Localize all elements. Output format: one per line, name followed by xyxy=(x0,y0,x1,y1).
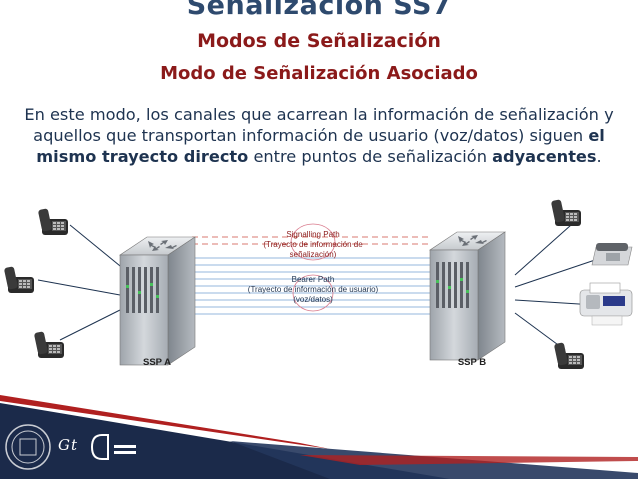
body-bold-1: el mismo trayecto directo xyxy=(36,126,605,166)
body-bold-2: adyacentes xyxy=(492,147,597,166)
section-title: Modo de Señalización Asociado xyxy=(160,63,478,84)
path-circles xyxy=(290,223,336,312)
phone-left-1-icon xyxy=(37,208,68,235)
bearer-path-lines xyxy=(192,257,430,315)
faculty-logo-icon xyxy=(90,434,136,460)
slide-title: Señalización SS7 xyxy=(186,0,452,21)
footer-band xyxy=(0,395,638,479)
ssp-a-label: SSP A xyxy=(143,357,171,368)
signalling-path-desc-2: señalización) xyxy=(290,250,337,259)
university-seal-icon xyxy=(5,424,51,470)
network-diagram: Signalling Path (Trayecto de información… xyxy=(3,199,633,369)
body-paragraph: En este modo, los canales que acarrean l… xyxy=(6,104,632,167)
logo-text: Gt xyxy=(58,436,79,454)
bearer-path-desc-1: (Trayecto de información de usuario) xyxy=(248,285,379,294)
bearer-path-desc-2: (voz/datos) xyxy=(293,295,333,304)
phone-right-2-icon xyxy=(553,342,584,369)
phone-right-1-icon xyxy=(550,199,581,226)
fax-icon xyxy=(579,282,633,326)
bearer-path-label: Bearer Path xyxy=(292,275,335,284)
body-text-1: En este modo, los canales que acarrean l… xyxy=(24,105,614,145)
body-text-2: entre puntos de señalización xyxy=(248,147,493,166)
signalling-path-label: Signalling Path xyxy=(286,230,339,239)
signalling-path-desc-1: (Trayecto de información de xyxy=(263,240,363,249)
switch-b-icon xyxy=(429,231,506,361)
body-text-3: . xyxy=(596,147,602,166)
switch-a-icon xyxy=(119,236,196,366)
ssp-b-label: SSP B xyxy=(458,357,486,368)
slide-subtitle: Modos de Señalización xyxy=(197,30,441,52)
phone-left-2-icon xyxy=(3,266,35,293)
desk-phone-icon xyxy=(591,243,633,266)
phone-left-3-icon xyxy=(33,331,64,358)
